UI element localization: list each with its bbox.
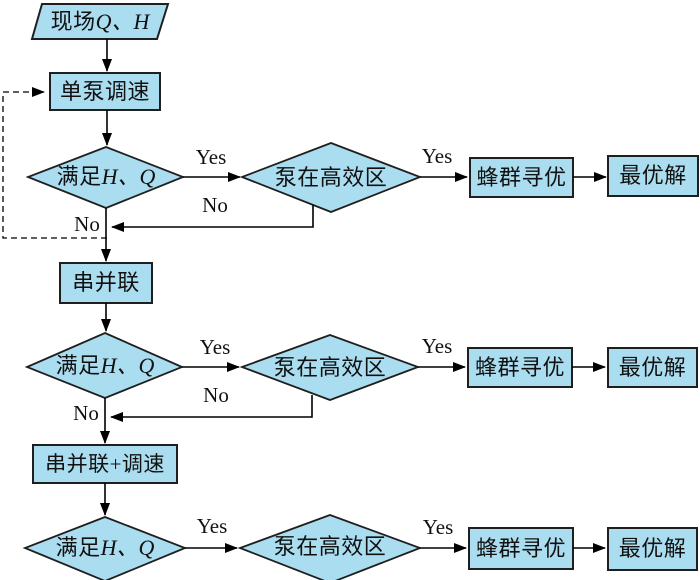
edge-label-yes-6: Yes xyxy=(422,514,454,539)
start-prefix-text: 现场 xyxy=(50,8,96,34)
node-optimal-label-2: 最优解 xyxy=(618,354,687,380)
edge-label-yes-1: Yes xyxy=(195,144,227,169)
pump-high-eff-diamond-1 xyxy=(239,142,423,213)
node-optimal-label-1: 最优解 xyxy=(619,163,687,188)
bee-swarm-box-1 xyxy=(469,157,574,198)
node-series-parallel-speed-label: 串并联+调速 xyxy=(45,451,165,476)
edge-higheff1-no-return xyxy=(111,205,314,232)
optimal-box-1 xyxy=(607,155,699,197)
optimal-box-2 xyxy=(607,347,698,388)
node-single-pump-label: 单泵调速 xyxy=(50,73,160,110)
edge-label-yes-4: Yes xyxy=(421,333,453,358)
single-pump-text: 单泵调速 xyxy=(59,78,150,104)
start-parallelogram xyxy=(30,3,170,40)
edge-label-no-return-2: No xyxy=(203,382,229,407)
edge-label-yes-2: Yes xyxy=(421,143,453,168)
bee-swarm-box-3 xyxy=(468,527,574,570)
edge-higheff2-no-return xyxy=(110,395,313,422)
node-pump-high-eff-label-3: 泵在高效区 xyxy=(273,534,387,559)
node-bee-swarm-label-1: 蜂群寻优 xyxy=(476,164,567,190)
edge-label-yes-3: Yes xyxy=(199,334,231,359)
single-pump-speed-box xyxy=(49,72,161,111)
node-bee-swarm-label-2: 蜂群寻优 xyxy=(474,354,565,380)
edge-label-no-down-2: No xyxy=(73,400,99,425)
optimal-box-3 xyxy=(607,527,698,571)
start-math-text: Q、H xyxy=(95,8,150,34)
check-hq-diamond-3 xyxy=(22,516,188,580)
edge-label-no-down-1: No xyxy=(74,211,100,236)
bee-swarm-box-2 xyxy=(467,347,573,388)
node-pump-high-eff-label-2: 泵在高效区 xyxy=(273,354,387,380)
edge-label-no-return-1: No xyxy=(202,192,228,217)
node-bee-swarm-label-3: 蜂群寻优 xyxy=(475,535,566,561)
pump-high-eff-diamond-2 xyxy=(239,334,421,401)
node-pump-high-eff-label-1: 泵在高效区 xyxy=(274,164,388,190)
series-parallel-box xyxy=(59,262,153,304)
node-optimal-label-3: 最优解 xyxy=(618,536,687,561)
edge-dashed-retry-loop xyxy=(2,87,107,239)
pump-high-eff-diamond-3 xyxy=(237,514,423,580)
edge-label-yes-5: Yes xyxy=(196,513,228,538)
node-series-parallel-label: 串并联 xyxy=(72,270,140,295)
